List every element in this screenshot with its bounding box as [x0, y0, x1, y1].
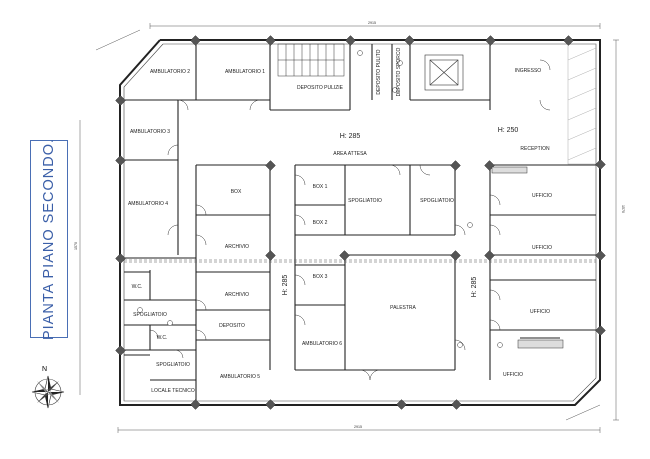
room-ufficio-1: UFFICIO	[532, 193, 552, 199]
room-reception: RECEPTION	[520, 146, 550, 152]
height-main: H: 285	[340, 133, 361, 140]
room-ambulatorio-4: AMBULATORIO 4	[128, 201, 168, 207]
room-labels: AMBULATORIO 2 AMBULATORIO 1 DEPOSITO PUL…	[128, 47, 552, 394]
room-deposito-pulito: DEPOSITO PULITO	[376, 49, 382, 94]
room-locale-tecnico: LOCALE TECNICO	[151, 388, 195, 394]
dimension-left: 1570	[74, 242, 78, 250]
door-swings	[149, 59, 551, 381]
columns	[115, 35, 606, 410]
elevator	[424, 54, 464, 91]
room-ingresso: INGRESSO	[515, 68, 542, 74]
outer-walls	[119, 39, 601, 406]
room-ufficio-4: UFFICIO	[503, 372, 523, 378]
room-deposito-sporco: DEPOSITO SPORCO	[396, 47, 402, 96]
dimension-lines	[79, 23, 619, 433]
room-archivio-2: ARCHIVIO	[225, 292, 249, 298]
height-palestra-side: H: 285	[471, 277, 478, 298]
room-box-3: BOX 3	[313, 274, 328, 280]
room-ambulatorio-3: AMBULATORIO 3	[130, 129, 170, 135]
room-box-2: BOX 2	[313, 220, 328, 226]
room-deposito: DEPOSITO	[219, 323, 245, 329]
room-ambulatorio-5: AMBULATORIO 5	[220, 374, 260, 380]
room-ambulatorio-2: AMBULATORIO 2	[150, 69, 190, 75]
room-box-1: BOX 1	[313, 184, 328, 190]
room-spogliatoio-c: SPOGLIATOIO	[133, 312, 167, 318]
room-box: BOX	[231, 189, 242, 195]
height-ingresso-area: H: 250	[498, 127, 519, 134]
room-spogliatoio-a: SPOGLIATOIO	[348, 198, 382, 204]
room-palestra: PALESTRA	[390, 305, 416, 311]
room-ufficio-3: UFFICIO	[530, 309, 550, 315]
room-deposito-pulizie: DEPOSITO PULIZIE	[297, 85, 344, 91]
dimension-right: 1570	[621, 205, 625, 213]
room-ambulatorio-1: AMBULATORIO 1	[225, 69, 265, 75]
section-lines	[124, 259, 596, 263]
balcony-hatch	[567, 43, 597, 165]
fixtures	[137, 50, 503, 348]
north-compass	[31, 375, 65, 409]
dimension-bottom: 2915	[354, 425, 362, 429]
interior-walls	[124, 44, 596, 405]
room-spogliatoio-d: SPOGLIATOIO	[156, 362, 190, 368]
room-wc-2: W.C.	[157, 335, 168, 341]
dimension-top: 2915	[368, 21, 376, 25]
reception-desk	[491, 166, 564, 349]
room-area-attesa: AREA ATTESA	[333, 151, 367, 157]
room-spogliatoio-b: SPOGLIATOIO	[420, 198, 454, 204]
room-wc-1: W.C.	[132, 284, 143, 290]
height-corridor: H: 285	[282, 275, 289, 296]
room-ambulatorio-6: AMBULATORIO 6	[302, 341, 342, 347]
stairwell	[277, 43, 345, 77]
plan-title-box: PIANTA PIANO SECONDO.	[30, 138, 68, 340]
room-archivio-1: ARCHIVIO	[225, 244, 249, 250]
compass-north-label: N	[42, 366, 47, 373]
room-ufficio-2: UFFICIO	[532, 245, 552, 251]
